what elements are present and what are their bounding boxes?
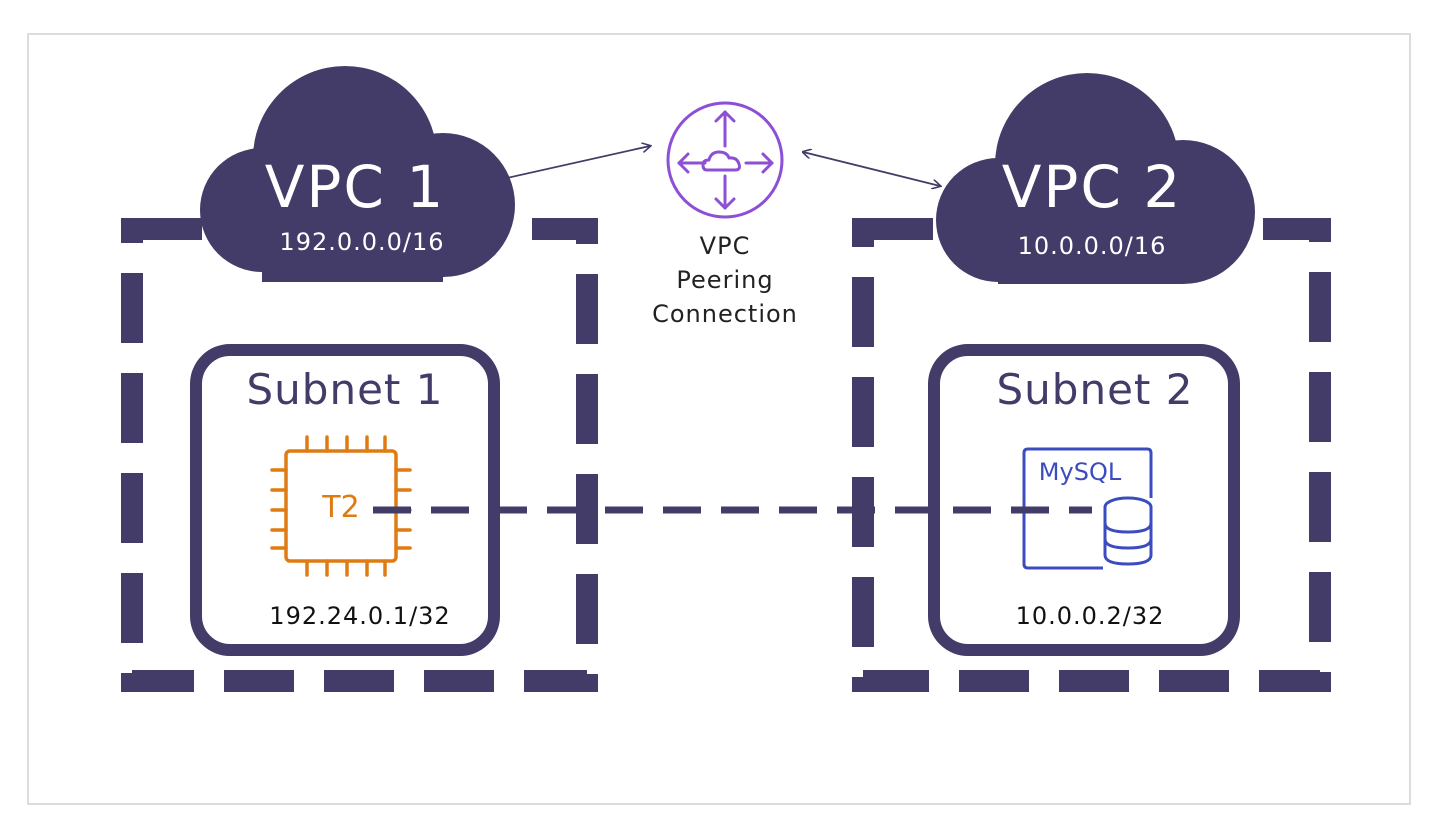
subnet1-box: Subnet 1 192.24.0.1/32 bbox=[190, 344, 500, 656]
subnet2-title: Subnet 2 bbox=[997, 365, 1194, 414]
vpc1-cloud: VPC 1 192.0.0.0/16 bbox=[200, 66, 515, 282]
peering-label-line-1: VPC bbox=[700, 232, 751, 260]
vpc-peering-icon bbox=[666, 101, 784, 219]
peering-arrow-right bbox=[803, 152, 940, 186]
vpc2-title: VPC 2 bbox=[1002, 153, 1183, 221]
instance-label: T2 bbox=[321, 490, 359, 525]
peering-arrow-left bbox=[498, 146, 650, 180]
database-label: MySQL bbox=[1039, 458, 1122, 486]
ec2-instance-chip-icon bbox=[270, 435, 412, 577]
subnet2-host-ip: 10.0.0.2/32 bbox=[1016, 602, 1165, 630]
subnet1-host-ip: 192.24.0.1/32 bbox=[269, 602, 450, 630]
peering-label: VPC Peering Connection bbox=[652, 232, 798, 328]
vpc2-cidr: 10.0.0.0/16 bbox=[1018, 232, 1167, 260]
subnet1-title: Subnet 1 bbox=[247, 365, 444, 414]
mysql-database-icon bbox=[1022, 447, 1153, 570]
subnet2-box: Subnet 2 10.0.0.2/32 bbox=[928, 344, 1240, 656]
vpc1-cidr: 192.0.0.0/16 bbox=[279, 228, 444, 256]
vpc2-cloud: VPC 2 10.0.0.0/16 bbox=[936, 73, 1255, 284]
peering-label-line-2: Peering bbox=[676, 266, 773, 294]
vpc1-title: VPC 1 bbox=[265, 153, 446, 221]
peering-label-line-3: Connection bbox=[652, 300, 798, 328]
